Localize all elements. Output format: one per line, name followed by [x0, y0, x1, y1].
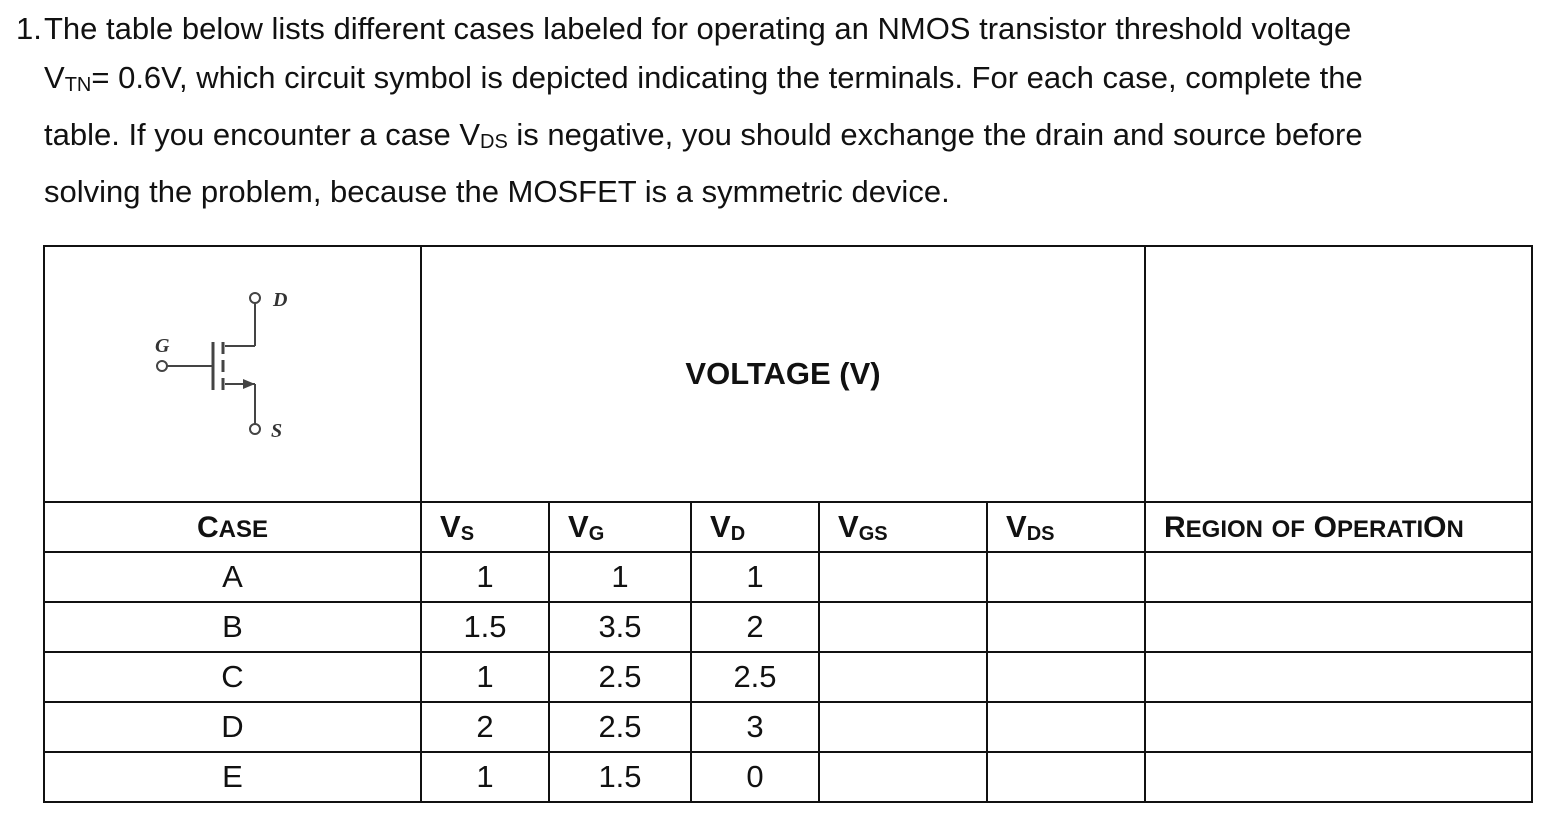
vgs-cell	[818, 751, 988, 803]
vgs-header-main: V	[838, 508, 859, 544]
case-cell: B	[43, 601, 422, 653]
vds-cell	[986, 651, 1146, 703]
table-row: B 1.5 3.5 2	[43, 601, 1533, 653]
table-row: C 1 2.5 2.5	[43, 651, 1533, 703]
case-header-rest: ASE	[218, 516, 269, 543]
question-line-1: The table below lists different cases la…	[44, 11, 1352, 46]
vtn-symbol: V	[44, 60, 65, 95]
voltage-title: VOLTAGE (V)	[420, 245, 1146, 503]
case-cell: C	[43, 651, 422, 703]
vs-cell: 1	[420, 651, 550, 703]
region-cell	[1144, 601, 1533, 653]
operation-o: O	[1423, 511, 1447, 544]
vds-cell	[986, 701, 1146, 753]
vgs-cell	[818, 551, 988, 603]
vs-header-main: V	[440, 508, 461, 544]
vs-cell: 1	[420, 551, 550, 603]
vd-cell: 3	[690, 701, 820, 753]
vs-header: VS	[420, 501, 550, 553]
question-line-3-tail: is negative, you should exchange the dra…	[507, 117, 1363, 152]
region-rest: EGION	[1185, 516, 1264, 543]
vds-cell	[986, 751, 1146, 803]
table-header-row: D G S VOLTAGE (V)	[43, 245, 1533, 503]
vg-cell: 2.5	[548, 651, 692, 703]
case-cell: D	[43, 701, 422, 753]
vg-cell: 3.5	[548, 601, 692, 653]
drain-label: D	[272, 289, 287, 311]
vgs-cell	[818, 651, 988, 703]
vs-cell: 1.5	[420, 601, 550, 653]
vs-header-sub: S	[460, 522, 475, 545]
vds-subscript: DS	[480, 131, 508, 153]
table-row: E 1 1.5 0	[43, 751, 1533, 803]
header-blank-cell	[1144, 245, 1533, 503]
operation-n: N	[1446, 516, 1464, 543]
question-text: 1. The table below lists different cases…	[16, 4, 1546, 216]
vds-cell	[986, 601, 1146, 653]
region-cell	[1144, 751, 1533, 803]
region-cell	[1144, 551, 1533, 603]
question-line-4: solving the problem, because the MOSFET …	[44, 174, 950, 209]
vd-header: VD	[690, 501, 820, 553]
vs-cell: 2	[420, 701, 550, 753]
vd-cell: 0	[690, 751, 820, 803]
vg-header-main: V	[568, 508, 589, 544]
vg-header: VG	[548, 501, 692, 553]
vgs-header-sub: GS	[858, 522, 888, 545]
vds-header: VDS	[986, 501, 1146, 553]
vds-header-main: V	[1006, 508, 1027, 544]
question-line-3-text: table. If you encounter a case V	[44, 117, 480, 152]
vds-header-sub: DS	[1026, 522, 1055, 545]
operation-initial: O	[1313, 511, 1337, 544]
question-line-2-text: = 0.6V, which circuit symbol is depicted…	[91, 60, 1363, 95]
question-line-3: table. If you encounter a case VDS is ne…	[44, 110, 1546, 167]
source-label: S	[271, 420, 282, 442]
vd-header-sub: D	[730, 522, 746, 545]
region-initial: R	[1164, 511, 1186, 544]
vg-header-sub: G	[588, 522, 605, 545]
vg-cell: 2.5	[548, 701, 692, 753]
operation-rest: PERATI	[1336, 516, 1424, 543]
vd-cell: 2.5	[690, 651, 820, 703]
table-row: A 1 1 1	[43, 551, 1533, 603]
vg-cell: 1.5	[548, 751, 692, 803]
vgs-header: VGS	[818, 501, 988, 553]
vgs-cell	[818, 701, 988, 753]
of-word: OF	[1271, 516, 1305, 543]
table-row: D 2 2.5 3	[43, 701, 1533, 753]
vds-cell	[986, 551, 1146, 603]
vd-header-main: V	[710, 508, 731, 544]
vtn-subscript: TN	[64, 74, 92, 96]
nmos-transistor-icon: D G S	[155, 289, 287, 442]
gate-label: G	[155, 335, 170, 357]
operation-table: D G S VOLTAGE (V) CASE VS VG VD VGS VDS …	[43, 245, 1533, 803]
vd-cell: 2	[690, 601, 820, 653]
question-number: 1.	[16, 11, 42, 46]
vgs-cell	[818, 601, 988, 653]
vg-cell: 1	[548, 551, 692, 603]
case-cell: E	[43, 751, 422, 803]
region-cell	[1144, 701, 1533, 753]
question-line-2: VTN= 0.6V, which circuit symbol is depic…	[44, 53, 1546, 110]
case-header: CASE	[43, 501, 422, 553]
nmos-symbol-cell: D G S	[43, 245, 422, 503]
case-cell: A	[43, 551, 422, 603]
region-header: REGION OF OPERATION	[1144, 501, 1533, 553]
case-header-initial: C	[196, 511, 219, 544]
vs-cell: 1	[420, 751, 550, 803]
vd-cell: 1	[690, 551, 820, 603]
column-header-row: CASE VS VG VD VGS VDS REGION OF OPERATIO…	[43, 501, 1533, 553]
region-cell	[1144, 651, 1533, 703]
